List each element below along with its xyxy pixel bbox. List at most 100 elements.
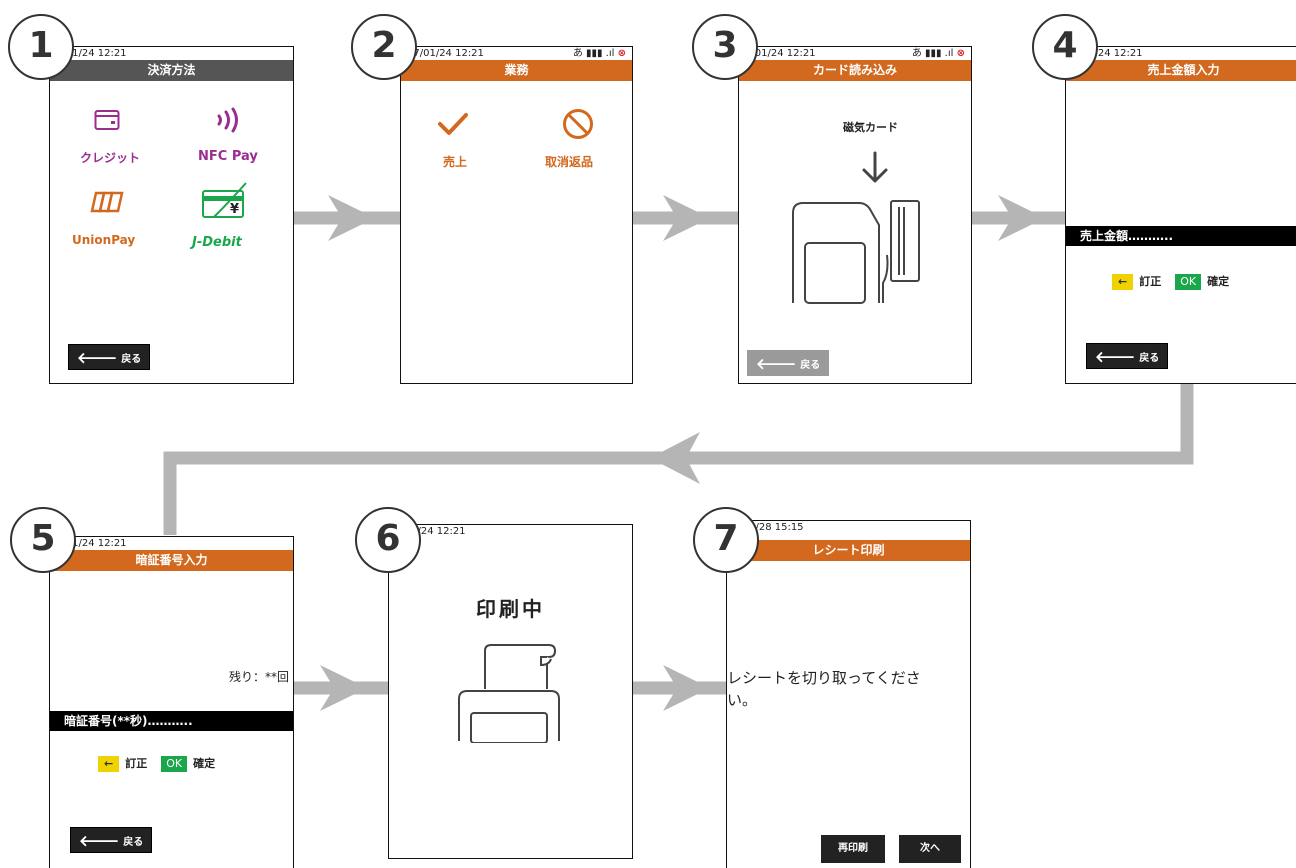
back-button[interactable]: 🡐戻る [1086, 343, 1169, 369]
next-label: 次へ [920, 843, 940, 854]
back-button[interactable]: 🡐戻る [70, 827, 153, 853]
datetime: 7/01/24 12:21 [56, 538, 127, 549]
reprint-button[interactable]: 再印刷 [821, 835, 885, 863]
screen-title: 業務 [401, 60, 632, 81]
ok-key: OK [161, 756, 188, 772]
message-line-1: レシートを切り取ってくださ [727, 669, 921, 687]
correction-label: 訂正 [125, 757, 148, 770]
error-icon: ⊗ [617, 48, 626, 59]
back-label: 戻る [1139, 353, 1160, 364]
jdebit-option[interactable]: ¥ J-Debit [190, 179, 285, 251]
correction-label: 訂正 [1139, 275, 1162, 288]
back-label: 戻る [123, 837, 144, 848]
status-bar: 7/01/24 12:21 [50, 47, 293, 60]
jdebit-icon: ¥ [202, 182, 247, 218]
screen-receipt-print: 8/02/28 15:15 レシート印刷 レシートを切り取ってくださ い。 再印… [726, 520, 971, 868]
datetime: 8/02/28 15:15 [733, 522, 804, 533]
step-badge-5: 5 [10, 507, 76, 573]
datetime: 17/01/24 12:21 [407, 48, 484, 59]
remaining-attempts: 残り：**回 [228, 670, 289, 684]
printer-icon [458, 644, 560, 743]
back-arrow-icon: 🡐 [79, 832, 120, 850]
down-arrow-icon [862, 151, 888, 183]
datetime: 7/01/24 12:21 [745, 48, 816, 59]
nfc-pay-label: NFC Pay [198, 149, 258, 164]
datetime: 7/01/24 12:21 [1072, 48, 1143, 59]
correction-key: ← [98, 756, 120, 772]
screen-transaction-type: 17/01/24 12:21 あ ▮▮▮ .ıl ⊗ 業務 売上 取消返品 [400, 46, 633, 384]
message-line-2: い。 [727, 691, 758, 709]
ok-key: OK [1175, 274, 1202, 290]
receipt-message: レシートを切り取ってくださ い。 [727, 667, 921, 711]
status-bar: 17/01/24 12:21 あ ▮▮▮ .ıl ⊗ [401, 47, 632, 60]
correction-key: ← [1112, 274, 1134, 290]
cancel-return-option[interactable]: 取消返品 [539, 103, 619, 177]
back-button[interactable]: 🡐戻る [747, 350, 830, 376]
back-arrow-icon: 🡐 [77, 349, 118, 367]
cancel-return-label: 取消返品 [545, 155, 594, 169]
amount-field[interactable]: 売上金額……….. [1066, 226, 1296, 246]
status-bar: 8/02/28 15:15 [727, 521, 970, 534]
pin-field[interactable]: 暗証番号(**秒)……….. [50, 711, 293, 731]
screen-title: カード読み込み [739, 60, 971, 81]
key-guide: ← 訂正 OK 確定 [1112, 273, 1229, 290]
unionpay-icon [90, 191, 124, 213]
svg-text:¥: ¥ [230, 202, 239, 217]
step-badge-6: 6 [355, 507, 421, 573]
screen-title: 決済方法 [50, 60, 293, 81]
printing-label: 印刷中 [476, 597, 545, 621]
back-button[interactable]: 🡐戻る [68, 344, 151, 370]
status-bar: 7/01/24 12:21 [1066, 47, 1296, 60]
credit-label: クレジット [80, 151, 141, 165]
contactless-icon [217, 107, 238, 133]
confirm-label: 確定 [1207, 275, 1230, 288]
flow-arrow-icon [663, 665, 710, 711]
screen-title: 売上金額入力 [1066, 60, 1296, 81]
check-icon [438, 113, 468, 135]
credit-option[interactable]: クレジット [70, 105, 150, 165]
sale-label: 売上 [443, 155, 468, 169]
datetime: 7/01/24 12:21 [395, 526, 466, 537]
back-arrow-icon: 🡐 [1095, 348, 1136, 366]
error-icon: ⊗ [956, 48, 965, 59]
flow-arrow-icon [650, 432, 700, 484]
datetime: 7/01/24 12:21 [56, 48, 127, 59]
step-badge-7: 7 [693, 507, 759, 573]
unionpay-label: UnionPay [72, 233, 136, 247]
unionpay-option[interactable]: UnionPay [70, 187, 160, 247]
signal-icon: あ ▮▮▮ .ıl [572, 48, 615, 59]
screen-pin-input: 7/01/24 12:21 暗証番号入力 残り：**回 暗証番号(**秒)………… [49, 536, 294, 868]
nfc-pay-option[interactable]: NFC Pay [190, 105, 280, 165]
step-badge-2: 2 [351, 14, 417, 80]
screen-payment-method: 7/01/24 12:21 決済方法 クレジット NFC Pay Un [49, 46, 294, 384]
card-reader-icon [792, 200, 920, 304]
back-label: 戻る [800, 360, 821, 371]
back-label: 戻る [121, 354, 142, 365]
status-bar: 7/01/24 12:21 あ ▮▮▮ .ıl ⊗ [739, 47, 971, 60]
status-icons: あ ▮▮▮ .ıl ⊗ [912, 47, 965, 60]
signal-icon: あ ▮▮▮ .ıl [911, 48, 954, 59]
step-badge-4: 4 [1032, 14, 1098, 80]
key-guide: ← 訂正 OK 確定 [98, 755, 215, 772]
confirm-label: 確定 [193, 757, 216, 770]
sale-option[interactable]: 売上 [423, 107, 493, 177]
screen-card-read: 7/01/24 12:21 あ ▮▮▮ .ıl ⊗ カード読み込み 磁気カード … [738, 46, 972, 384]
card-type-label: 磁気カード [843, 121, 898, 134]
screen-amount-input: 7/01/24 12:21 売上金額入力 売上金額……….. ← 訂正 OK 確定 🡐… [1065, 46, 1296, 384]
flow-arrow-icon [328, 195, 375, 241]
screen-printing: 7/01/24 12:21 印刷中 [388, 524, 633, 859]
jdebit-label: J-Debit [192, 235, 242, 250]
status-bar: 7/01/24 12:21 [50, 537, 293, 550]
screen-title: 暗証番号入力 [50, 550, 293, 571]
flow-arrow-icon [320, 665, 367, 711]
flow-arrow-icon [663, 195, 710, 241]
step-badge-1: 1 [8, 14, 74, 80]
status-icons: あ ▮▮▮ .ıl ⊗ [573, 47, 626, 60]
status-bar: 7/01/24 12:21 [389, 525, 632, 538]
flow-arrow-icon [998, 195, 1045, 241]
prohibit-icon [563, 109, 593, 139]
next-button[interactable]: 次へ 🡒 [899, 835, 961, 863]
card-icon [94, 110, 120, 130]
step-badge-3: 3 [692, 14, 758, 80]
